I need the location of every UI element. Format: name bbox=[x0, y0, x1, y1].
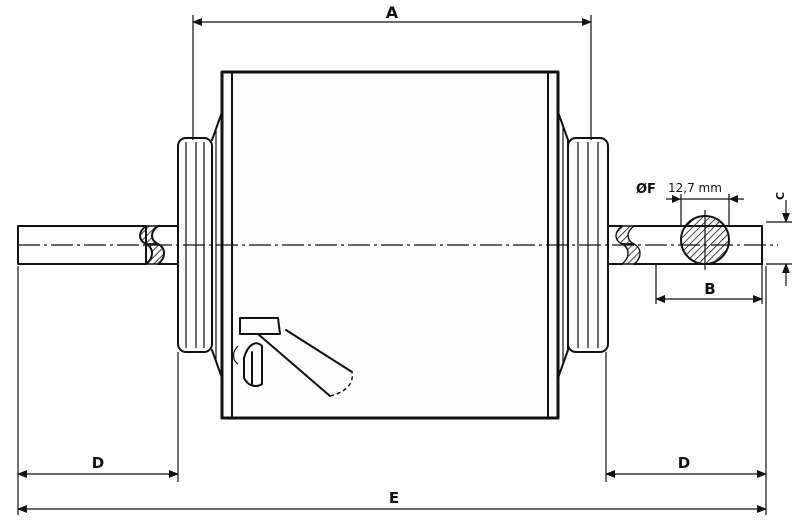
dimension-a: A bbox=[192, 3, 592, 140]
shaft-cross-section bbox=[680, 210, 730, 270]
label-d-right: D bbox=[678, 454, 690, 472]
label-b: B bbox=[704, 280, 715, 298]
cable bbox=[232, 317, 354, 397]
dimension-e: E bbox=[17, 489, 767, 513]
label-c: C bbox=[774, 192, 787, 200]
label-d-left: D bbox=[92, 454, 104, 472]
dimension-d-left: D bbox=[17, 266, 179, 515]
dimension-b: B bbox=[655, 264, 763, 304]
dimension-c: C bbox=[766, 192, 792, 286]
label-f: ØF bbox=[636, 182, 656, 197]
label-e: E bbox=[389, 489, 399, 507]
label-f-value: 12,7 mm bbox=[668, 181, 722, 195]
label-a: A bbox=[386, 3, 399, 22]
dimension-f: ØF 12,7 mm bbox=[636, 181, 744, 225]
dimension-d-right: D bbox=[605, 266, 767, 515]
